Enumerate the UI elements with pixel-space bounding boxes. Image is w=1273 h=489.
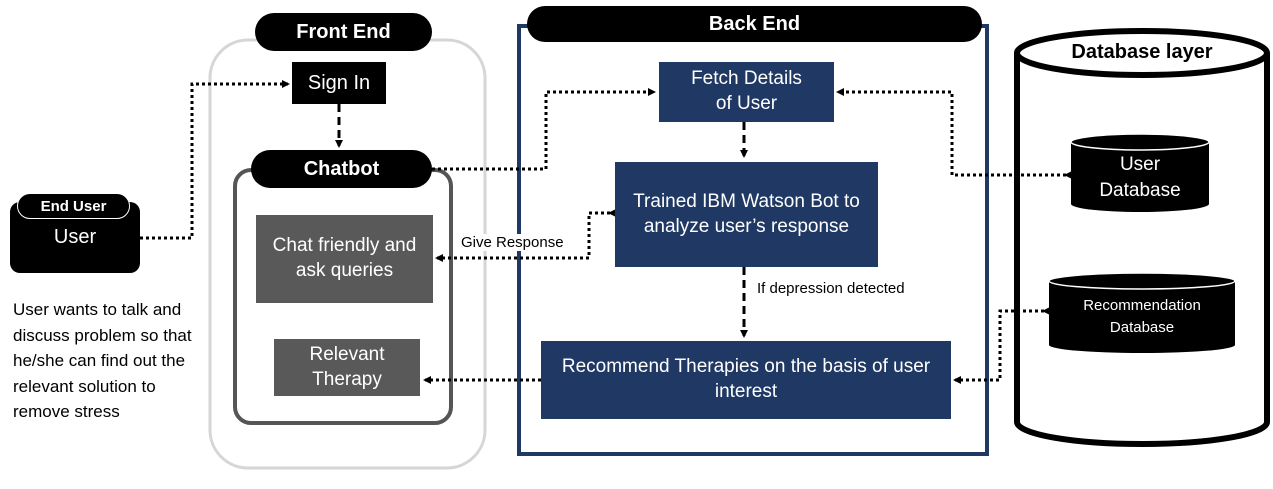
- database-layer-title: Database layer: [1071, 41, 1213, 63]
- back-end-title: Back End: [527, 6, 982, 42]
- give-response-label: Give Response: [460, 234, 565, 251]
- relevant-therapy-box: Relevant Therapy: [274, 339, 420, 396]
- sign-in-box: Sign In: [292, 62, 386, 104]
- user-database-cylinder: [1070, 133, 1210, 212]
- end-user-note: User wants to talk and discuss problem s…: [13, 300, 192, 421]
- edge-user-signin: [140, 80, 290, 240]
- database-layer-cylinder: [1014, 28, 1270, 447]
- edge-fetch-userdb: [836, 88, 1072, 179]
- depression-detected-label: If depression detected: [757, 280, 905, 297]
- end-user-label: User: [53, 226, 97, 248]
- fetch-details-box: Fetch Details of User: [659, 62, 834, 122]
- edge-chatbot-fetch: [432, 88, 656, 171]
- end-user-title: End User: [17, 193, 130, 219]
- chatbot-title: Chatbot: [251, 150, 432, 188]
- chat-friendly-box: Chat friendly and ask queries: [256, 215, 433, 303]
- recommendation-database-cylinder: [1048, 272, 1236, 353]
- watson-bot-box: Trained IBM Watson Bot to analyze user’s…: [615, 162, 878, 267]
- recommendation-database-label: Recommendation Database: [1083, 297, 1201, 336]
- user-database-label: User Database: [1099, 154, 1181, 201]
- recommend-therapies-box: Recommend Therapies on the basis of user…: [541, 341, 951, 419]
- edge-recdb-recommend: [953, 307, 1050, 384]
- front-end-title: Front End: [255, 13, 432, 51]
- edge-watson-chat: [435, 209, 616, 262]
